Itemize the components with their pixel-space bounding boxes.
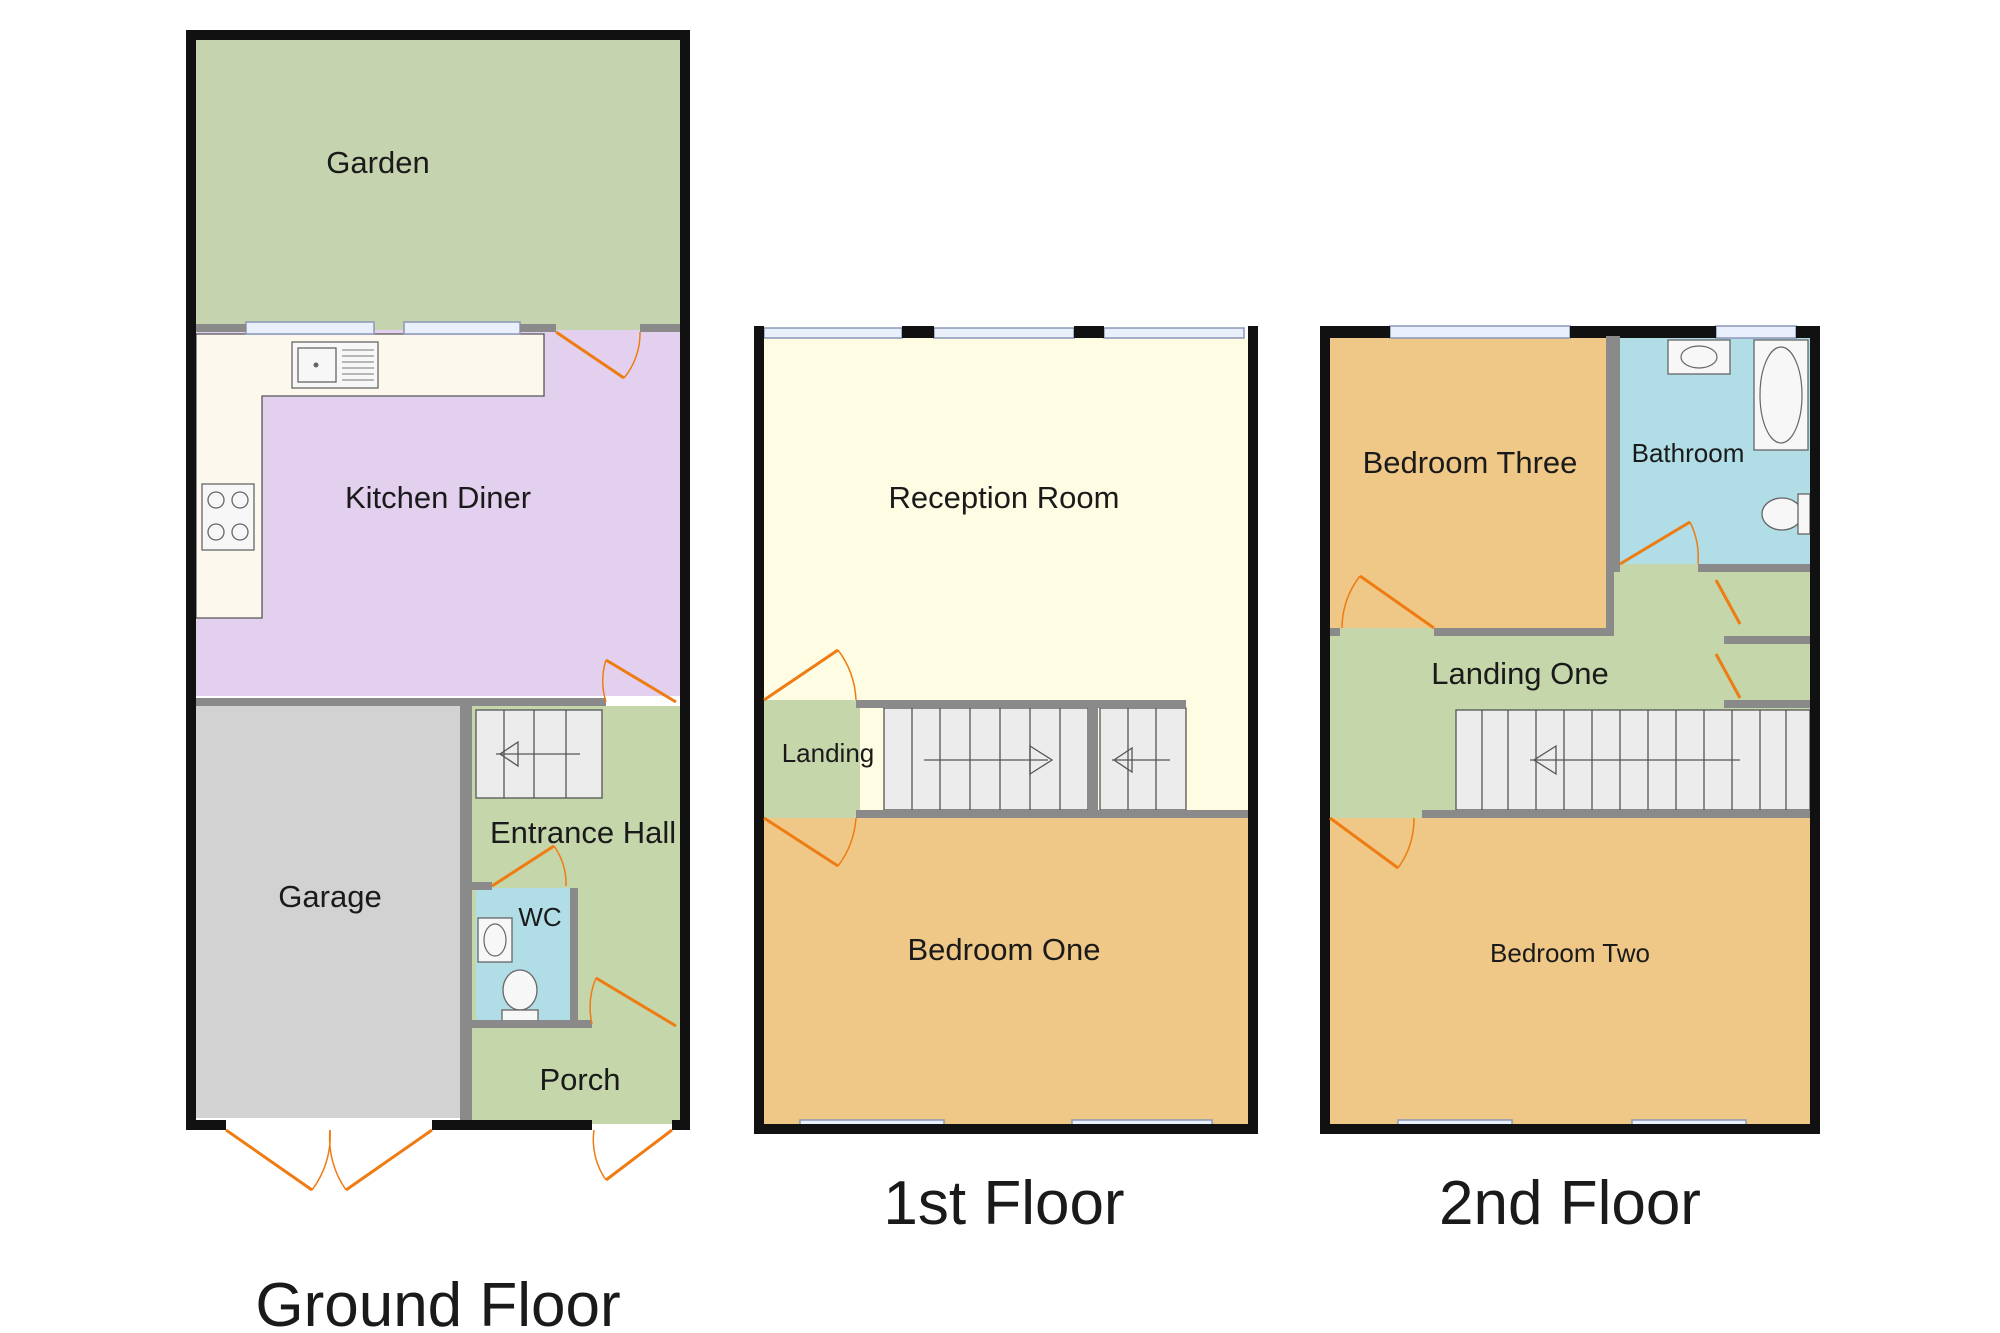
porch-label: Porch xyxy=(540,1062,621,1097)
bed3-window xyxy=(1389,325,1571,339)
ground-floor: Garden Kitchen Diner Garage Entrance Hal… xyxy=(186,30,690,1333)
wc-label: WC xyxy=(518,902,561,932)
garage-area xyxy=(196,706,460,1118)
sink-icon xyxy=(291,341,379,389)
second-floor: Bedroom Three Bathroom Landing One Bedro… xyxy=(1320,325,1820,1238)
bathroom-toilet-icon xyxy=(1761,493,1811,535)
first-doors xyxy=(763,648,857,868)
second-floor-title: 2nd Floor xyxy=(1439,1169,1701,1238)
landing-one-label: Landing One xyxy=(1431,656,1609,691)
kitchen-window-left xyxy=(245,321,375,335)
reception-window-2 xyxy=(933,327,1075,339)
wc-basin-icon xyxy=(477,917,513,963)
bedroom-one-label: Bedroom One xyxy=(908,932,1101,967)
garden-label: Garden xyxy=(326,145,429,180)
garden-area xyxy=(196,40,680,330)
reception-label: Reception Room xyxy=(889,480,1120,515)
kitchen-window-right xyxy=(403,321,521,335)
hob-icon xyxy=(201,483,255,551)
bedroom-three-label: Bedroom Three xyxy=(1363,445,1578,480)
bathtub-icon xyxy=(1753,339,1809,451)
first-floor: Reception Room Landing Bedroom One 1st F… xyxy=(754,326,1258,1238)
landing-label: Landing xyxy=(782,738,875,768)
bedroom-two-label: Bedroom Two xyxy=(1490,938,1650,968)
first-floor-staircase xyxy=(883,707,1187,811)
bathroom-label: Bathroom xyxy=(1632,438,1745,468)
garage-label: Garage xyxy=(278,879,381,914)
hall-label: Entrance Hall xyxy=(490,815,676,850)
first-floor-title: 1st Floor xyxy=(883,1169,1124,1238)
ground-doors xyxy=(225,330,677,1192)
bathroom-window xyxy=(1715,325,1797,339)
toilet-icon xyxy=(501,969,539,1023)
hall-staircase xyxy=(475,709,603,799)
kitchen-label: Kitchen Diner xyxy=(345,480,531,515)
bathroom-basin-icon xyxy=(1667,339,1731,375)
second-floor-staircase xyxy=(1455,709,1811,811)
ground-outer-wall-top xyxy=(186,30,690,40)
bedroom-one-area xyxy=(764,818,1248,1130)
reception-window-1 xyxy=(763,327,903,339)
ground-floor-title: Ground Floor xyxy=(255,1271,620,1333)
second-doors xyxy=(1329,520,1742,870)
landing-area xyxy=(764,700,860,818)
reception-window-3 xyxy=(1103,327,1245,339)
bedroom-three-area xyxy=(1330,336,1606,628)
bedroom-two-area xyxy=(1330,818,1810,1130)
